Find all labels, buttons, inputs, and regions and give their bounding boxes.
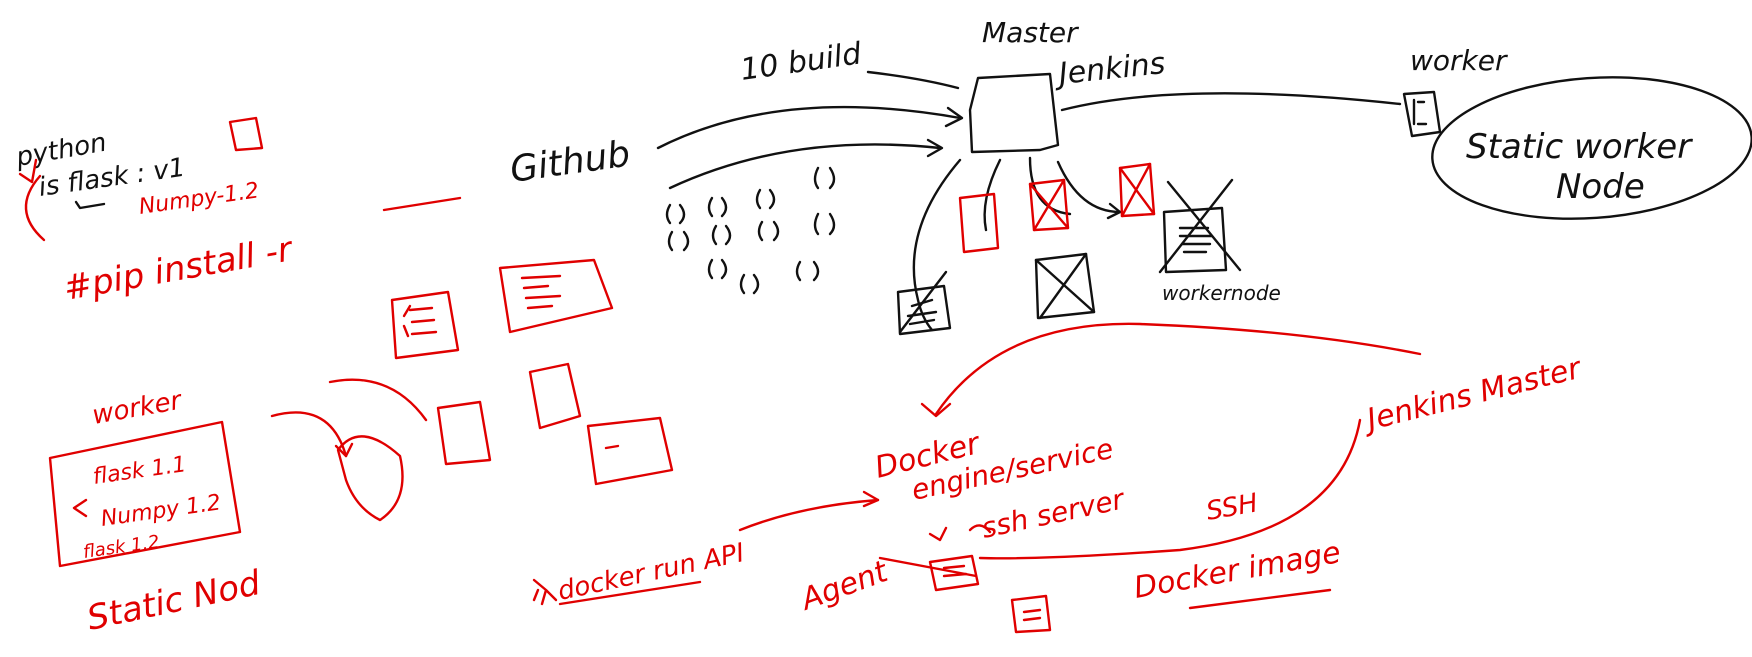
arrowhead-commits: [926, 138, 944, 158]
label-ssh-server: ssh server: [979, 482, 1129, 545]
label-docker-image: Docker image: [1131, 535, 1343, 606]
arrow-commits-to-master: [668, 143, 942, 190]
label-pip-install: #pip install -r: [61, 229, 297, 309]
label-io-build: 10 build: [738, 36, 864, 88]
agent-box: [928, 554, 980, 592]
label-worker-top: worker: [1410, 44, 1508, 77]
file-icon-1: [436, 400, 492, 466]
requirements-doc: [390, 290, 460, 360]
user-icon: [532, 578, 558, 606]
worker-agent-box: [1402, 90, 1442, 138]
arrow-build-to-master: [866, 70, 960, 90]
branch-to-crossed-worker-2: [1028, 156, 1072, 216]
label-static-worker: Static worker: [1466, 127, 1693, 167]
pip-dash: [382, 196, 462, 212]
label-master: Master: [982, 16, 1079, 49]
label-jenkins-master: Jenkins Master: [1359, 351, 1586, 439]
red-bracket-left: [24, 174, 46, 242]
underline-run-api: [558, 580, 702, 606]
label-jenkins: Jenkins: [1052, 46, 1167, 92]
document-sheet: [498, 258, 614, 334]
arrow-api-to-docker: [738, 498, 880, 532]
label-numpy-12: Numpy 1.2: [99, 490, 222, 532]
arrow-to-bag: [270, 411, 348, 458]
branch-to-red-node-2: [1056, 160, 1122, 214]
arrow-to-file1: [328, 378, 428, 422]
arrow-github-to-master: [656, 105, 962, 150]
bag-icon: [336, 435, 404, 522]
arc-docker-to-master: [934, 322, 1422, 416]
label-static-node: Node: [1556, 167, 1645, 207]
label-docker-run-api: docker run API: [555, 538, 747, 607]
red-annotations: python is flask : v1 Numpy-1.2 #pip inst…: [13, 116, 1586, 639]
agent-link: [878, 556, 978, 578]
crossed-node-small: [896, 284, 952, 336]
jenkins-master-box: [968, 72, 1060, 154]
label-agent: Agent: [795, 554, 893, 618]
label-static-node-left: Static Nod: [84, 563, 265, 639]
worker-left-box: [48, 420, 242, 568]
flask-version-box: [228, 116, 264, 152]
branch-to-red-node: [983, 158, 1002, 232]
jenkins-master-cluster: 10 build Master Jenkins Github: [508, 16, 1752, 336]
label-ssh: SSH: [1204, 488, 1260, 527]
arc-master-to-agent: [978, 418, 1362, 560]
docker-image-icon: [1010, 594, 1052, 634]
label-worker-left: worker: [90, 385, 186, 431]
label-flask-11: flask 1.1: [91, 452, 187, 490]
branch-to-crossed-worker-1: [912, 158, 962, 332]
arrowhead-branch: [1106, 202, 1122, 220]
label-github: Github: [508, 134, 633, 191]
line-master-to-worker: [1060, 92, 1402, 112]
commit-marks: [665, 166, 836, 295]
underline-docker-image: [1188, 588, 1332, 610]
red-node-1: [958, 192, 1000, 254]
arrowhead-github: [944, 106, 964, 128]
file-icon-3: [586, 416, 674, 486]
label-flask-12: flask 1.2: [82, 531, 161, 562]
label-worker-node: workernode: [1162, 281, 1281, 305]
crossed-worker-node: [1162, 206, 1228, 274]
file-icon-2: [528, 362, 582, 430]
